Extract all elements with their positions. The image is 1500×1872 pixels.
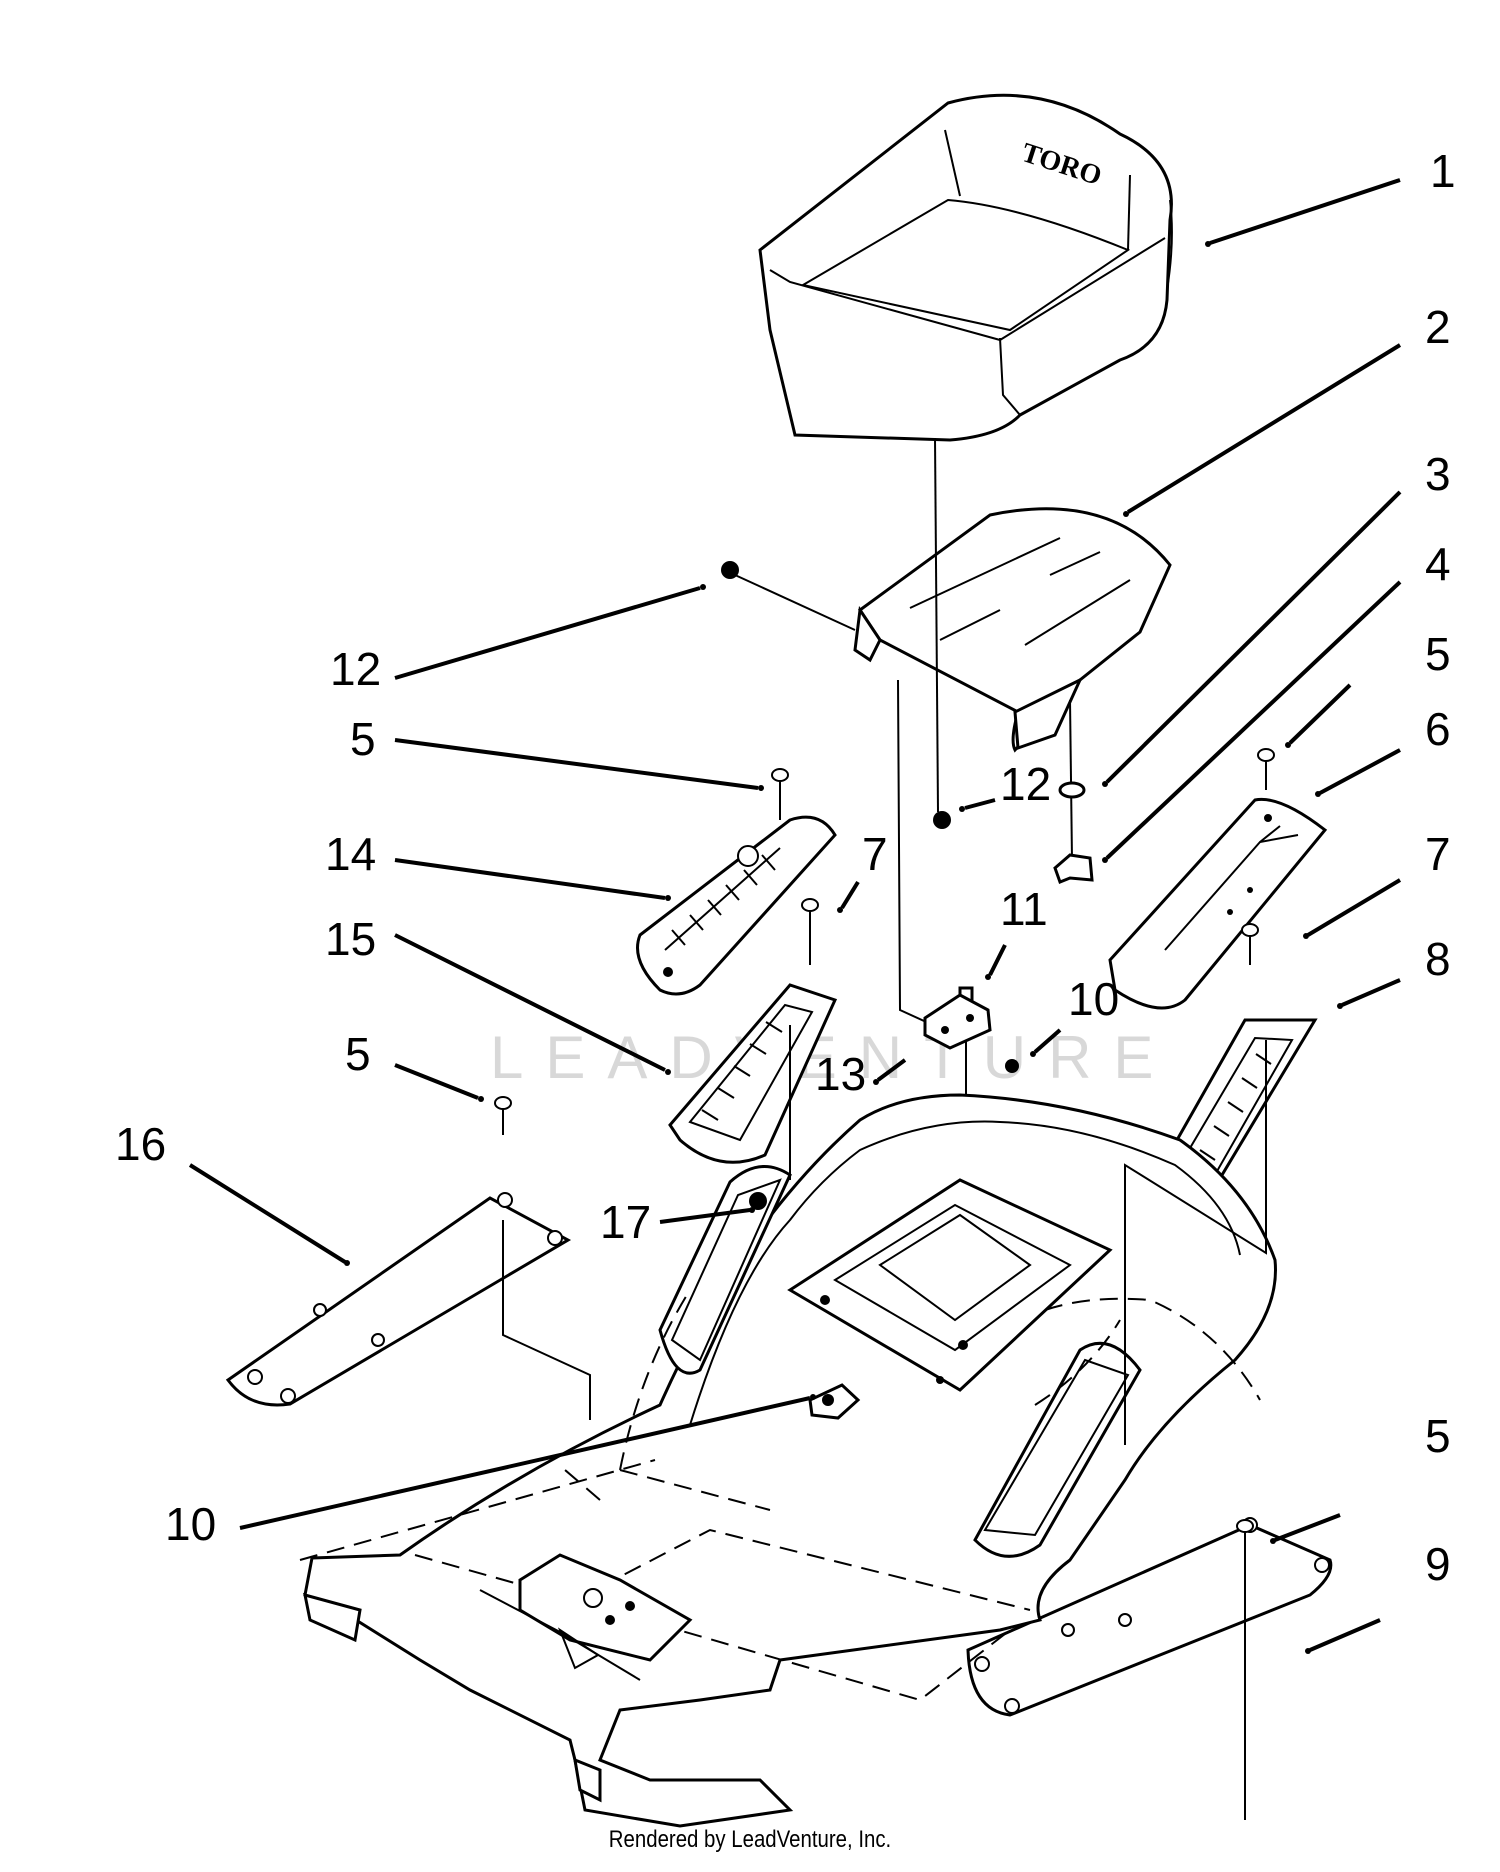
screw-5-left (771, 768, 789, 782)
callout-7-right: 7 (1425, 828, 1451, 880)
callout-16: 16 (115, 1118, 166, 1170)
screw-7-right (1241, 923, 1259, 937)
leader-lines (188, 178, 1402, 1654)
footer-credit: Rendered by LeadVenture, Inc. (608, 1826, 892, 1853)
assembly-line (1069, 699, 1073, 861)
washer-3 (1058, 781, 1086, 799)
assembly-line (1124, 1040, 1267, 1445)
nut-12-mid (933, 811, 951, 829)
callout-1: 1 (1430, 145, 1456, 197)
callout-12-center: 12 (1000, 758, 1051, 810)
seat-mounting-plate (853, 507, 1172, 753)
callout-5-top-right: 5 (1425, 628, 1451, 680)
fender-body (299, 1093, 1277, 1828)
callout-5-left: 5 (350, 713, 376, 765)
nut-12-top (721, 561, 739, 579)
screw-7-left (801, 898, 819, 912)
right-skirt-plate (966, 1517, 1333, 1717)
callout-14: 14 (325, 828, 376, 880)
knob-4 (1053, 853, 1094, 884)
callout-9: 9 (1425, 1538, 1451, 1590)
callout-labels: 1 2 3 4 5 6 7 8 5 9 12 5 14 7 12 11 15 1… (115, 145, 1456, 1590)
screw-5-skirt-left (494, 1096, 512, 1110)
assembly-line (897, 679, 936, 1027)
screw-5-skirt-right (1236, 1519, 1254, 1533)
callout-17: 17 (600, 1196, 651, 1248)
callout-4: 4 (1425, 538, 1451, 590)
callout-15: 15 (325, 913, 376, 965)
screw-5-right (1257, 748, 1275, 762)
callout-10-upper: 10 (1068, 973, 1119, 1025)
assembly-line (502, 1220, 591, 1420)
callout-6: 6 (1425, 703, 1451, 755)
assembly-line (934, 437, 939, 813)
left-adjustment-plate (636, 815, 837, 996)
callout-3: 3 (1425, 448, 1451, 500)
fastener-17 (749, 1192, 767, 1210)
callout-11: 11 (1000, 883, 1048, 935)
callout-12-left: 12 (330, 643, 381, 695)
callout-2: 2 (1425, 301, 1451, 353)
callout-5-skirt-left: 5 (345, 1028, 371, 1080)
callout-10-lower: 10 (165, 1498, 216, 1550)
left-slide-track (668, 983, 838, 1164)
watermark-text: LEADVENTURE (490, 1024, 1175, 1091)
bracket-13 (923, 993, 992, 1050)
assembly-line (734, 574, 856, 631)
callout-5-bottom-right: 5 (1425, 1410, 1451, 1462)
seat: TORO (758, 93, 1173, 442)
callout-7-left: 7 (862, 828, 888, 880)
right-adjustment-plate (1108, 797, 1328, 1010)
callout-13: 13 (815, 1048, 866, 1100)
nut-10-upper (1005, 1059, 1019, 1073)
left-skirt-plate (225, 1192, 572, 1407)
callout-8: 8 (1425, 933, 1451, 985)
